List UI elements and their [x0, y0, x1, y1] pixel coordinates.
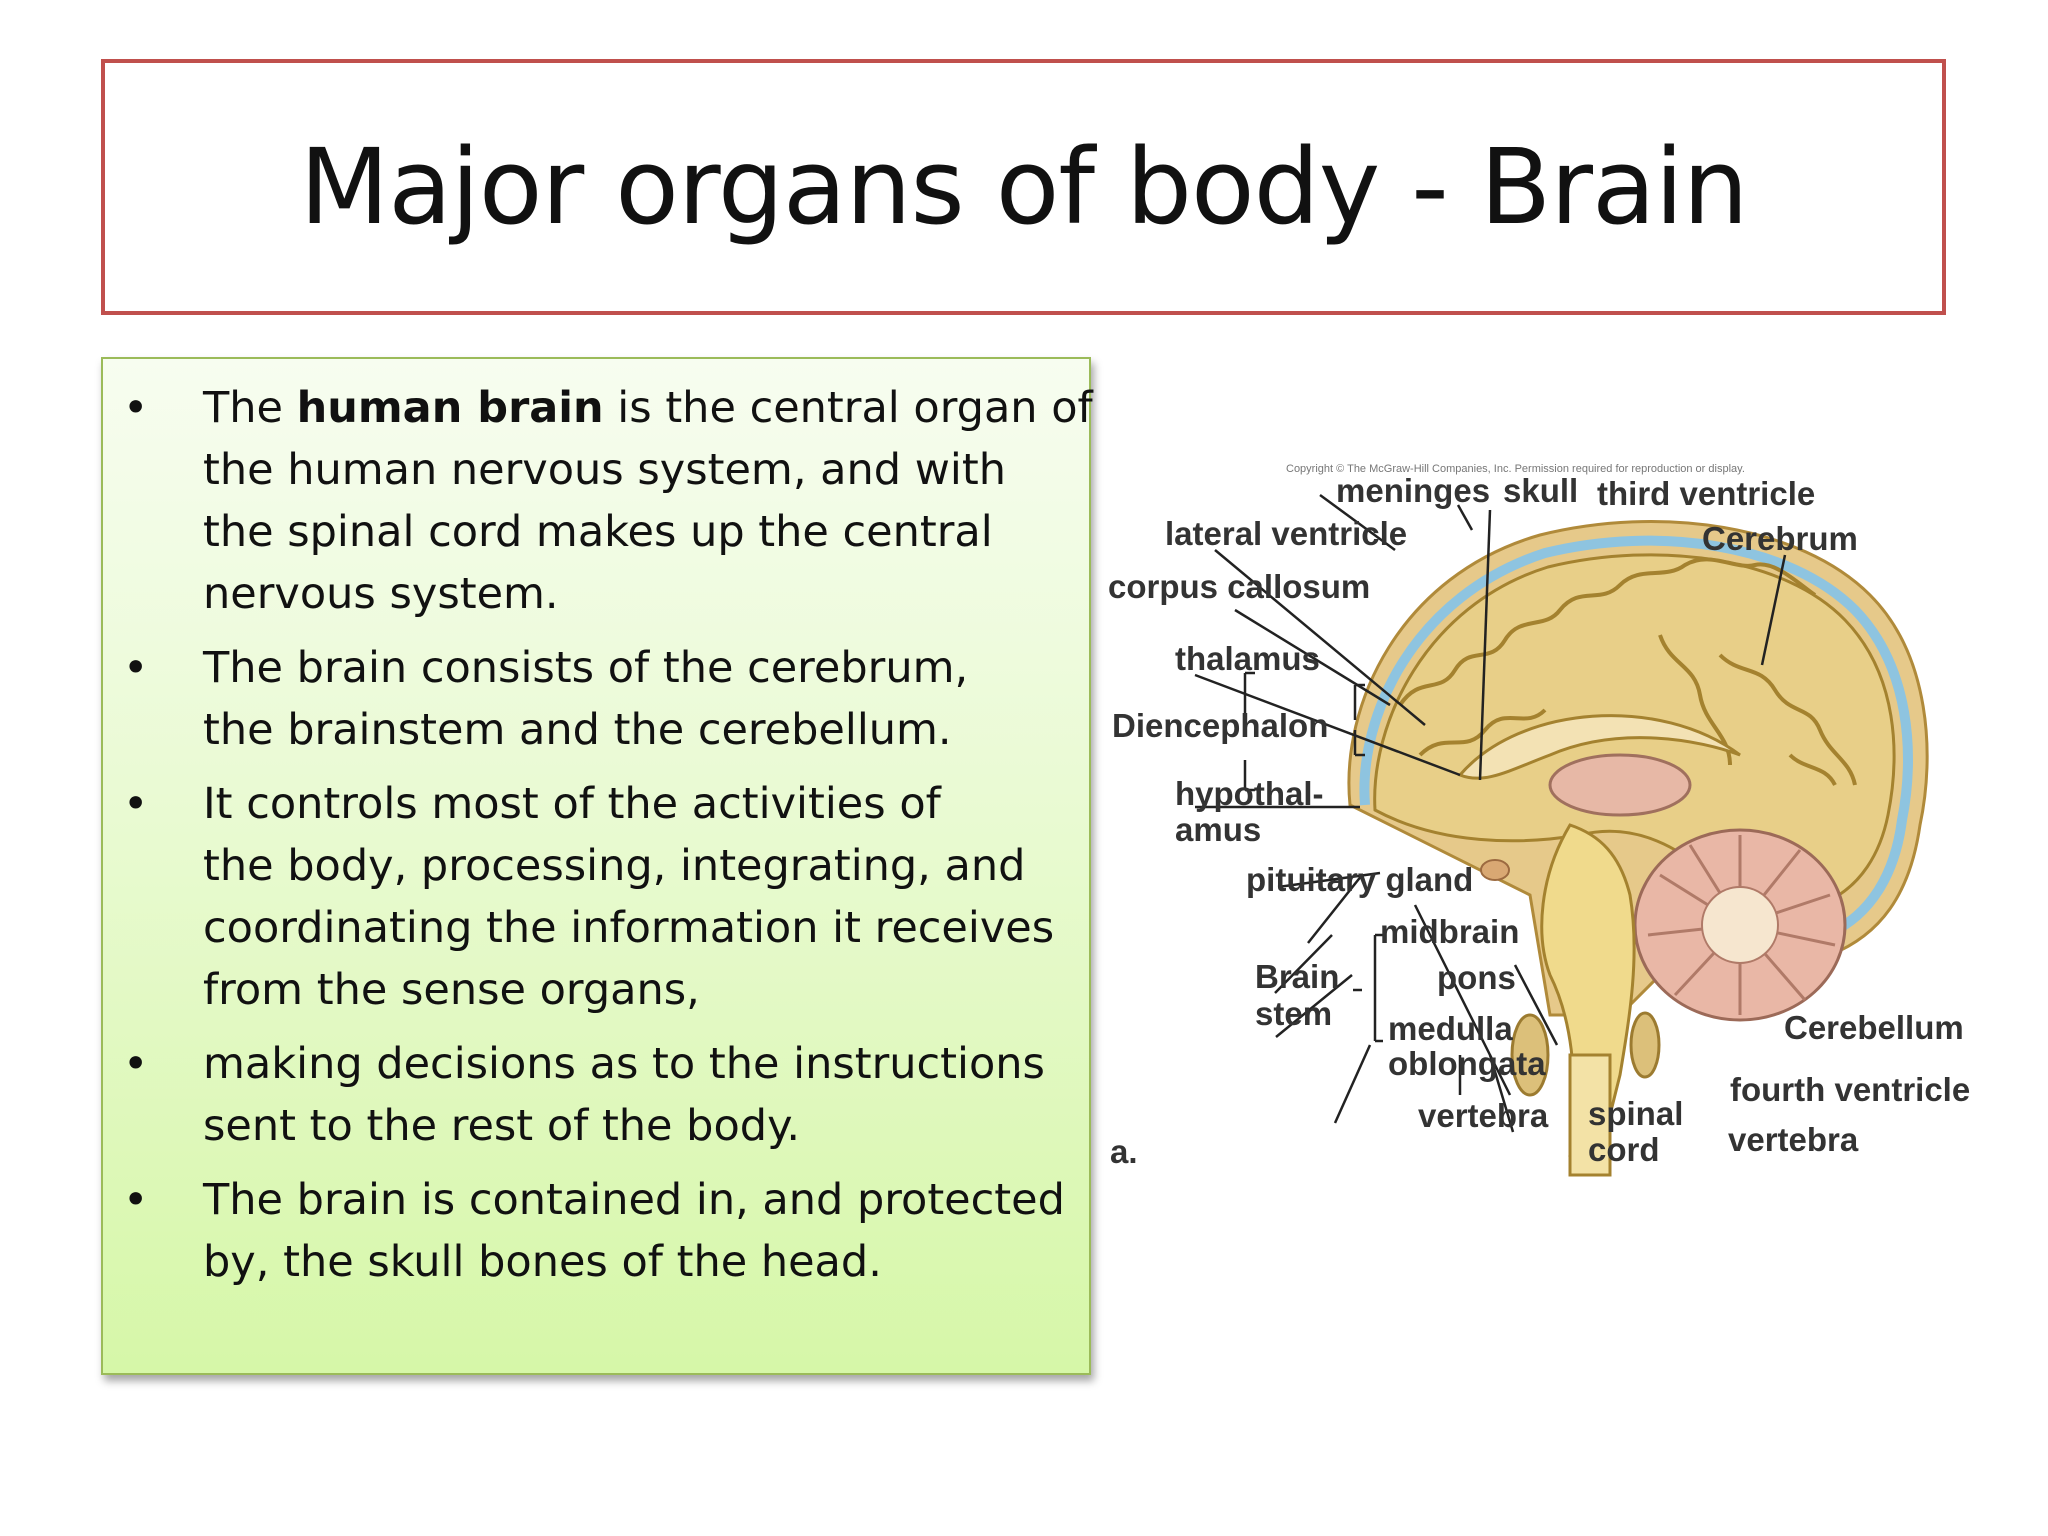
label-lateral-ventricle: lateral ventricle — [1165, 515, 1407, 552]
label-brain-stem-2: stem — [1255, 995, 1332, 1032]
label-cerebrum: Cerebrum — [1702, 520, 1858, 557]
bullet-line: The brain is contained in, and protected — [203, 1175, 1065, 1225]
meninges-layer — [1359, 535, 1913, 938]
label-medulla-1: medulla — [1388, 1010, 1513, 1047]
bullet-item: • The brain is contained in, and protecte… — [103, 1169, 1089, 1293]
pituitary-shape — [1480, 859, 1510, 881]
label-thalamus: thalamus — [1175, 640, 1320, 677]
bullet-item: • It controls most of the activities of th… — [103, 773, 1089, 1021]
title-box: Major organs of body - Brain — [101, 59, 1946, 315]
thalamus-shape — [1548, 753, 1692, 817]
label-fourth-ventricle: fourth ventricle — [1730, 1071, 1970, 1108]
bullet-line: It controls most of the activities of — [203, 779, 941, 829]
bold-term: human brain — [296, 383, 604, 433]
bullet-dot: • — [123, 779, 149, 829]
bullet-line: nervous system. — [203, 569, 559, 619]
label-medulla-2: oblongata — [1388, 1045, 1546, 1082]
bullet-item: • The human brain is the central organ of… — [103, 377, 1093, 625]
bullet-dot: • — [123, 1039, 149, 1089]
bullet-line: sent to the rest of the body. — [203, 1101, 801, 1151]
bullet-line: The human brain is the central organ of — [203, 377, 1093, 439]
bullet-text: is the central organ of — [603, 383, 1093, 433]
label-diencephalon: Diencephalon — [1112, 707, 1328, 744]
bullet-dot: • — [123, 643, 149, 693]
label-corpus-callosum: corpus callosum — [1108, 568, 1370, 605]
bullet-list: • The human brain is the central organ of… — [103, 377, 1093, 1305]
bullet-line: from the sense organs, — [203, 965, 700, 1015]
label-cerebellum: Cerebellum — [1784, 1009, 1964, 1046]
label-brain-stem-1: Brain — [1255, 958, 1339, 995]
label-vertebra-left: vertebra — [1418, 1097, 1549, 1134]
bullet-item: • The brain consists of the cerebrum, the … — [103, 637, 1089, 761]
spinal-cord-shape — [1568, 1053, 1612, 1177]
bullet-dot: • — [123, 1175, 149, 1225]
brain-diagram: Copyright © The McGraw-Hill Companies, I… — [1100, 455, 1990, 1195]
bullet-line: The brain consists of the cerebrum, — [203, 643, 969, 693]
label-spinal-1: spinal — [1588, 1095, 1683, 1132]
bullet-dot: • — [123, 383, 149, 433]
copyright-notice: Copyright © The McGraw-Hill Companies, I… — [1286, 463, 1745, 475]
label-hypothalamus-2: amus — [1175, 811, 1261, 848]
label-skull: skull — [1503, 472, 1578, 509]
label-third-ventricle: third ventricle — [1597, 475, 1815, 512]
bullet-line: making decisions as to the instructions — [203, 1039, 1045, 1089]
bullet-line: by, the skull bones of the head. — [203, 1237, 882, 1287]
label-pituitary-gland: pituitary gland — [1246, 861, 1473, 898]
label-pons: pons — [1437, 959, 1516, 996]
label-spinal-2: cord — [1588, 1131, 1660, 1168]
gyri-folds — [1398, 557, 1857, 787]
bullet-line: the spinal cord makes up the central — [203, 507, 993, 557]
label-midbrain: midbrain — [1380, 913, 1519, 950]
bullet-item: • making decisions as to the instructions… — [103, 1033, 1089, 1157]
corpus-callosum-shape — [1457, 714, 1741, 780]
label-panel-a: a. — [1110, 1133, 1138, 1170]
leader-lines — [1194, 493, 1787, 1133]
bullet-line: coordinating the information it receives — [203, 903, 1055, 953]
label-vertebra-right: vertebra — [1728, 1121, 1859, 1158]
brain-diagram-svg: Copyright © The McGraw-Hill Companies, I… — [1108, 463, 1970, 1177]
label-meninges: meninges — [1336, 472, 1490, 509]
content-box: • The human brain is the central organ of… — [101, 357, 1093, 1375]
vertebra-right-shape — [1629, 1011, 1661, 1079]
cerebellum-shape — [1633, 828, 1847, 1022]
bullet-line: the brainstem and the cerebellum. — [203, 705, 952, 755]
vertebra-left-shape — [1510, 1013, 1550, 1097]
bullet-line: the body, processing, integrating, and — [203, 841, 1026, 891]
bullet-line: the human nervous system, and with — [203, 445, 1006, 495]
label-hypothalamus-1: hypothal- — [1175, 775, 1323, 812]
slide-title: Major organs of body - Brain — [299, 126, 1748, 248]
bullet-text: The — [203, 383, 297, 433]
